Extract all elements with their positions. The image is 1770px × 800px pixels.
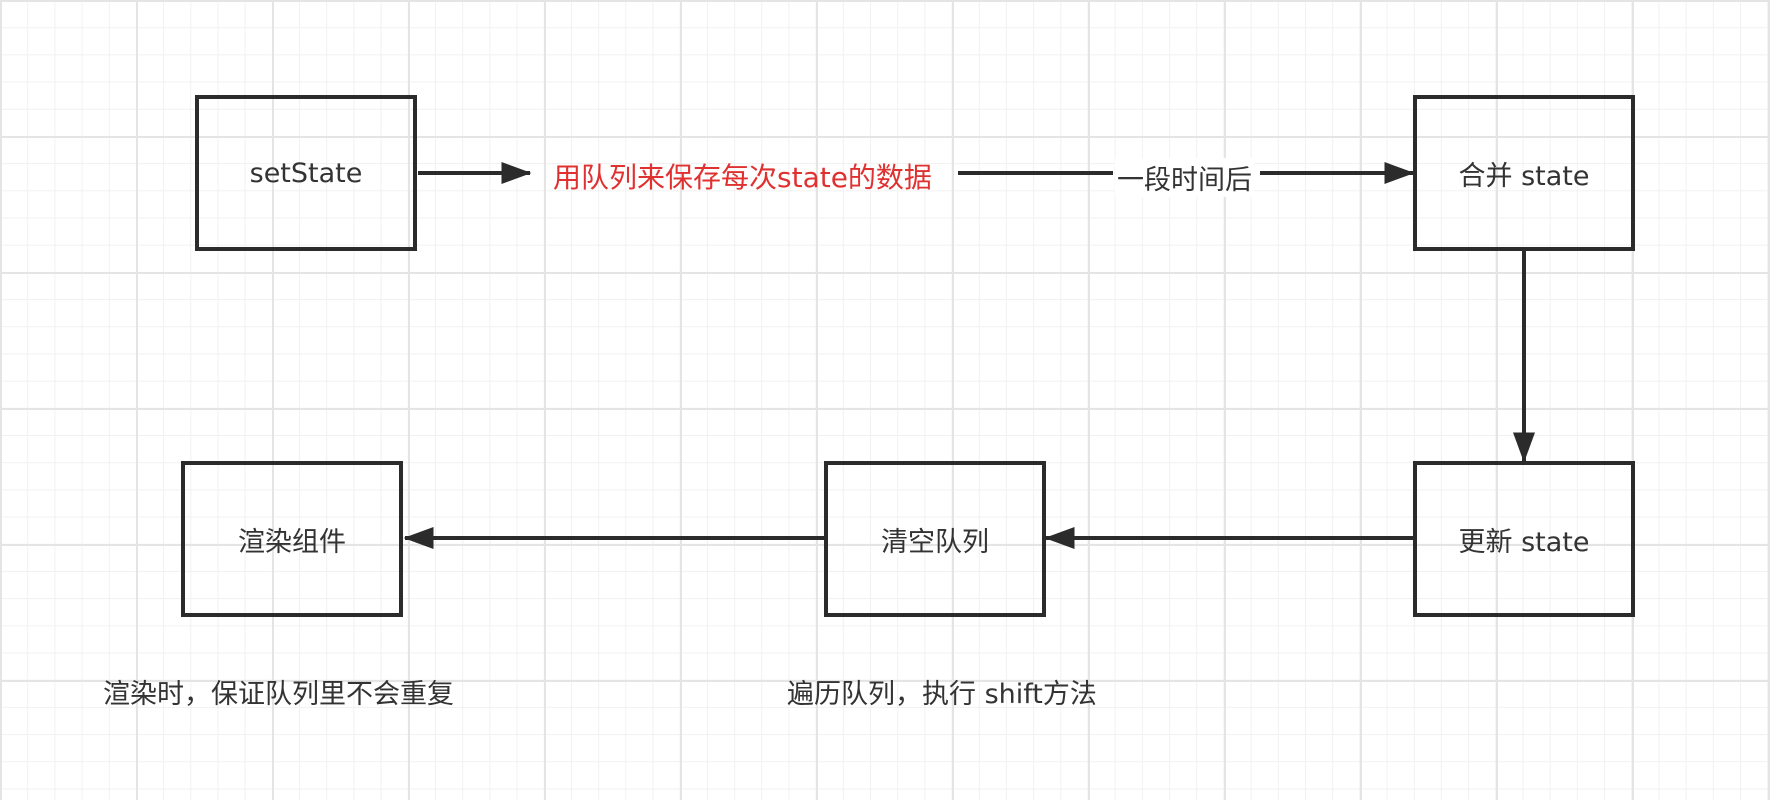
node-merge-state-label: 合并 state [1458,160,1590,192]
note-render: 渲染时，保证队列里不会重复 [103,679,454,710]
node-merge-state: 合并 state [1413,95,1635,251]
edge-label-queue-save: 用队列来保存每次state的数据 [553,161,932,194]
edge-label-after-delay: 一段时间后 [1115,158,1254,197]
node-setstate-label: setState [249,157,363,189]
node-render-component: 渲染组件 [181,461,403,617]
node-render-component-label: 渲染组件 [238,526,346,558]
node-clear-queue-label: 清空队列 [881,526,989,558]
node-update-state-label: 更新 state [1458,526,1590,558]
note-traverse: 遍历队列，执行 shift方法 [787,679,1097,710]
node-clear-queue: 清空队列 [824,461,1046,617]
node-setstate: setState [195,95,417,251]
node-update-state: 更新 state [1413,461,1635,617]
